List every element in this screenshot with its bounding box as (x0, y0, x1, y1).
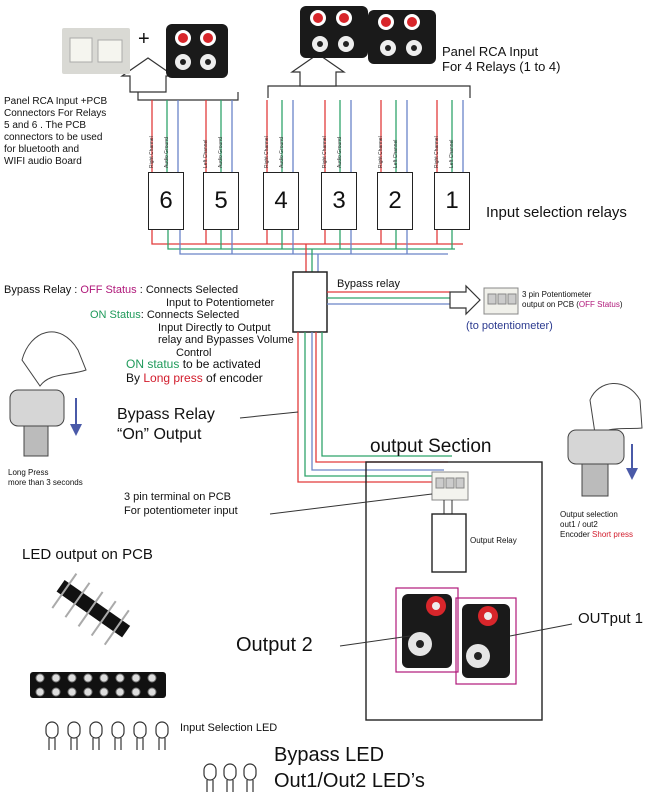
relay-number: 5 (214, 187, 228, 214)
channel-label: Right Channel (434, 136, 440, 168)
terminal-caption: 3 pin terminal on PCB For potentiometer … (124, 490, 238, 518)
bypass-relay-label: Bypass relay (337, 278, 400, 290)
pot-caption: 3 pin Potentiometer output on PCB (OFF S… (522, 290, 623, 310)
caption-line: Panel RCA Input (442, 44, 539, 59)
on-status-text: ON Status (90, 309, 141, 321)
input-selection-led-label: Input Selection LED (180, 722, 278, 734)
channel-label: Right Channel (149, 136, 155, 168)
relay-2: 2 (377, 172, 413, 230)
caption-line: connectors to be used (4, 132, 103, 143)
text: : Connects Selected (140, 309, 240, 321)
text: “On” Output (117, 426, 202, 443)
panel-rca-caption: Panel RCA Input For 4 Relays (1 to 4) (442, 44, 561, 74)
output-1-label: OUTput 1 (578, 610, 644, 627)
channel-label: Audio Ground (164, 137, 170, 168)
relay-3: 3 (321, 172, 357, 230)
relay-4: 4 (263, 172, 299, 230)
relay-number: 2 (388, 187, 402, 214)
channel-label: Right Channel (264, 136, 270, 168)
channel-label: Audio Ground (279, 137, 285, 168)
bypass-on-output-label: Bypass Relay “On” Output (117, 405, 215, 445)
channel-label: Left Channel (203, 139, 209, 168)
plus-sign: + (138, 28, 150, 50)
off-status-text: OFF Status (578, 300, 620, 309)
text: Long Press (8, 468, 49, 477)
text: Bypass Relay : (4, 284, 81, 296)
relay-5: 5 (203, 172, 239, 230)
text: out1 / out2 (560, 520, 598, 529)
on-status-text: ON status (126, 357, 180, 371)
text: Output selection (560, 510, 618, 519)
text: Input Directly to Output (158, 321, 271, 334)
text: Control (176, 346, 212, 359)
relay-number: 6 (159, 187, 173, 214)
text: For potentiometer input (124, 505, 238, 517)
text: Bypass Relay (117, 406, 215, 423)
caption-line: Panel RCA Input +PCB (4, 96, 108, 107)
caption-line: 5 and 6 . The PCB (4, 120, 87, 131)
off-status-text: OFF Status (80, 284, 137, 296)
top-left-caption: Panel RCA Input +PCB Connectors For Rela… (4, 96, 144, 168)
text: Input to Potentiometer (166, 296, 275, 309)
long-press-caption: Long Press more than 3 seconds (8, 468, 83, 488)
caption-line: For 4 Relays (1 to 4) (442, 59, 561, 74)
on-status-note: ON status to be activated By Long press … (126, 357, 263, 385)
text: 3 pin Potentiometer (522, 290, 592, 299)
caption-line: Connectors For Relays (4, 108, 107, 119)
text: ) (619, 300, 623, 309)
channel-label: Left Channel (393, 139, 399, 168)
text: : Connects Selected (136, 284, 239, 296)
text: relay and Bypasses Volume (158, 334, 294, 346)
caption-line: WIFI audio Board (4, 156, 82, 167)
bypass-led-label: Bypass LED (274, 744, 385, 766)
led-title: LED output on PCB (22, 546, 153, 563)
channel-label: Right Channel (322, 136, 328, 168)
out-leds-label: Out1/Out2 LED’s (274, 770, 425, 792)
channel-label: Left Channel (449, 139, 455, 168)
long-press-text: Long press (143, 371, 203, 385)
text: of encoder (202, 371, 263, 385)
relay-number: 3 (332, 187, 346, 214)
channel-label: Audio Ground (218, 137, 224, 168)
output-relay-label: Output Relay (470, 536, 517, 545)
relay-1: 1 (434, 172, 470, 230)
input-relays-label: Input selection relays (486, 204, 627, 221)
caption-line: for bluetooth and (4, 144, 80, 155)
output-selection-caption: Output selection out1 / out2 Encoder Sho… (560, 510, 633, 540)
text: 3 pin terminal on PCB (124, 491, 231, 503)
text: more than 3 seconds (8, 478, 83, 487)
relay-number: 4 (274, 187, 288, 214)
relay-6: 6 (148, 172, 184, 230)
output-2-label: Output 2 (236, 634, 313, 656)
output-section-title: output Section (370, 436, 492, 457)
to-potentiometer-label: (to potentiometer) (466, 320, 553, 332)
channel-label: Audio Ground (337, 137, 343, 168)
short-press-text: Short press (592, 530, 633, 539)
channel-label: Right Channel (378, 136, 384, 168)
bypass-description: Bypass Relay : OFF Status : Connects Sel… (4, 284, 294, 359)
text: output on PCB ( (522, 300, 579, 309)
relay-number: 1 (445, 187, 459, 214)
text: Encoder (560, 530, 593, 539)
text: to be activated (179, 357, 261, 371)
text: By (126, 371, 144, 385)
